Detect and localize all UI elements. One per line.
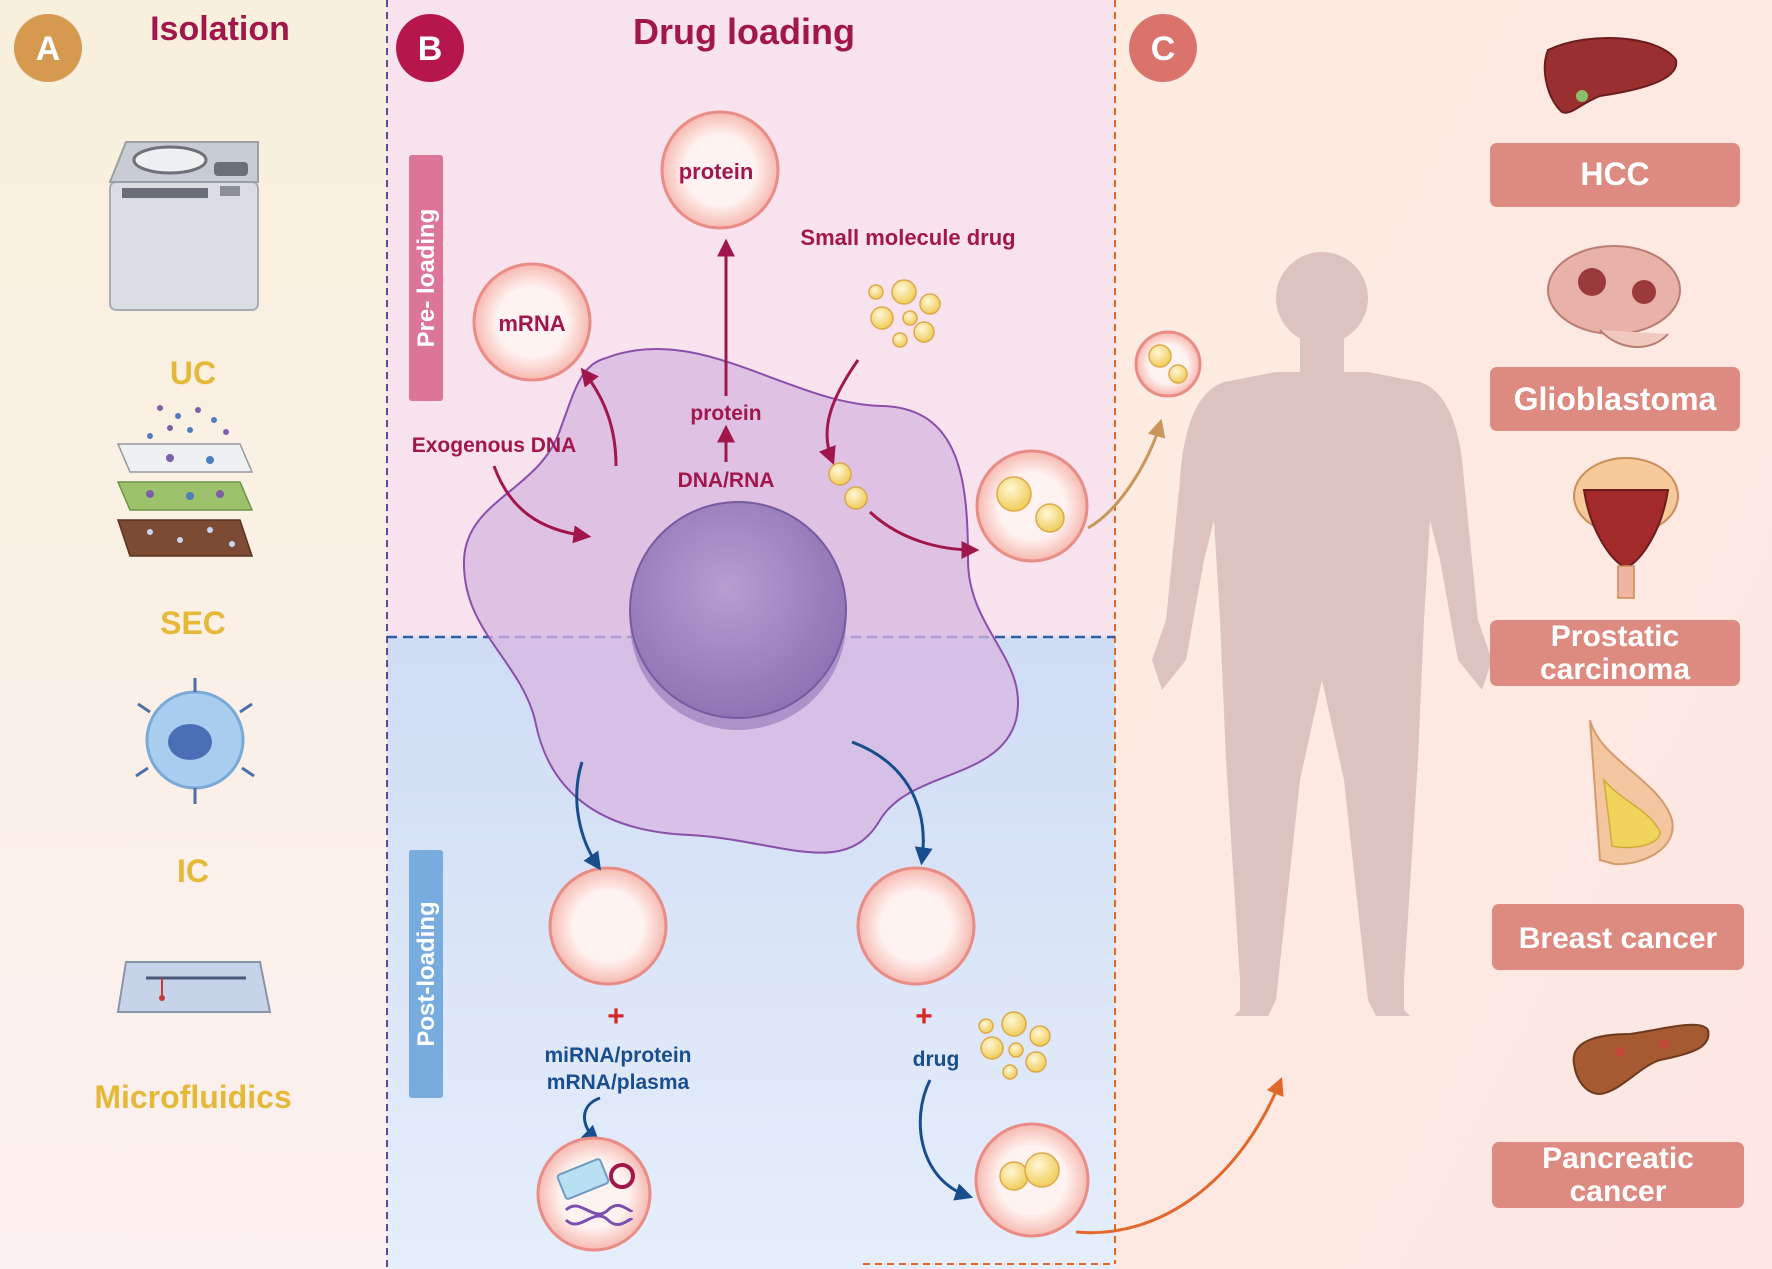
arrow-exosome-to-body-bottom bbox=[1075, 1077, 1284, 1235]
mrna-plasma-label: mRNA/plasma bbox=[547, 1071, 690, 1094]
plus-sign-left: + bbox=[607, 1000, 625, 1033]
protein-in-cell-label: protein bbox=[690, 402, 761, 425]
nucleus bbox=[629, 501, 847, 719]
empty-exosome-left bbox=[548, 866, 668, 986]
disease-glioblastoma: Glioblastoma bbox=[1514, 381, 1717, 417]
disease-box-prostatic-carcinoma bbox=[1490, 620, 1740, 686]
disease-breast-cancer: Breast cancer bbox=[1519, 922, 1718, 955]
arrow-exogenous-dna bbox=[492, 465, 592, 544]
immune-cell-icon bbox=[135, 678, 255, 804]
mirna-protein-label: miRNA/protein bbox=[545, 1044, 692, 1067]
disease-prostatic-carcinoma: Prostatic carcinoma bbox=[1539, 620, 1691, 686]
panel-a-title: Isolation bbox=[150, 10, 290, 48]
drug-bead bbox=[844, 486, 868, 510]
disease-box-pancreatic-cancer bbox=[1492, 1142, 1744, 1208]
disease-pancreatic-cancer: Pancreatic cancer bbox=[1542, 1142, 1694, 1208]
mrna-vesicle-label: mRNA bbox=[498, 311, 565, 336]
method-ic: IC bbox=[177, 853, 209, 889]
badge-c bbox=[1129, 14, 1197, 82]
disease-box-breast-cancer bbox=[1492, 904, 1744, 970]
cargo-loaded-exosome bbox=[536, 1136, 652, 1252]
protein-vesicle-label: protein bbox=[679, 159, 754, 184]
drug-beads-cluster-bottom bbox=[978, 1011, 1051, 1080]
drug-label: drug bbox=[913, 1048, 960, 1071]
arrow-cargo-into-exosome bbox=[580, 1096, 601, 1144]
arrow-drug-into-cell bbox=[818, 359, 860, 466]
human-body-silhouette bbox=[1152, 252, 1492, 1016]
disease-box-glioblastoma bbox=[1490, 367, 1740, 431]
drug-bead bbox=[828, 462, 852, 486]
method-uc: UC bbox=[170, 355, 216, 391]
protein-vesicle bbox=[660, 110, 780, 230]
pre-loading-bar bbox=[409, 155, 443, 401]
post-loading-bar bbox=[409, 850, 443, 1098]
breast-icon bbox=[1589, 719, 1674, 866]
plus-sign-right: + bbox=[915, 1000, 933, 1033]
exogenous-dna-label: Exogenous DNA bbox=[412, 434, 577, 457]
dna-rna-label: DNA/RNA bbox=[678, 469, 775, 492]
loaded-exosome-pre bbox=[975, 449, 1089, 563]
arrow-exosome-to-body-top bbox=[1087, 418, 1166, 530]
arrow-cell-to-right-exosome bbox=[851, 740, 933, 866]
centrifuge-icon bbox=[108, 141, 259, 311]
disease-box-hcc bbox=[1490, 143, 1740, 207]
disease-hcc: HCC bbox=[1580, 156, 1649, 192]
liver-icon bbox=[1543, 37, 1678, 114]
microfluidic-chip-icon bbox=[116, 961, 272, 1013]
badge-a-label: A bbox=[36, 30, 61, 68]
arrow-to-loaded-exosome bbox=[868, 510, 980, 559]
pancreas-icon bbox=[1572, 1023, 1710, 1096]
badge-c-label: C bbox=[1151, 30, 1176, 68]
drug-loaded-exosome-post bbox=[974, 1122, 1090, 1238]
arrow-cell-to-left-exosome bbox=[575, 761, 602, 871]
method-sec: SEC bbox=[160, 605, 226, 641]
arrow-drug-into-exosome bbox=[918, 1079, 974, 1201]
brain-icon bbox=[1547, 245, 1681, 348]
disease-prostatic-carcinoma-wrap: Prostatic carcinoma bbox=[1539, 620, 1691, 686]
prostate-icon bbox=[1573, 457, 1679, 599]
sec-column-icon bbox=[116, 405, 254, 557]
exosome-circulating bbox=[1134, 330, 1202, 398]
disease-pancreatic-cancer-wrap: Pancreatic cancer bbox=[1542, 1142, 1694, 1208]
mrna-vesicle bbox=[472, 262, 592, 382]
badge-b bbox=[396, 14, 464, 82]
panel-b-title: Drug loading bbox=[633, 11, 855, 52]
arrow-to-mrna bbox=[580, 367, 618, 467]
post-loading-label: Post-loading bbox=[413, 901, 440, 1046]
drug-beads-cluster-top bbox=[868, 279, 941, 348]
empty-exosome-right bbox=[856, 866, 976, 986]
badge-b-label: B bbox=[418, 30, 443, 68]
method-microfluidics: Microfluidics bbox=[94, 1079, 291, 1115]
pre-loading-label: Pre- loading bbox=[413, 209, 440, 348]
badge-a bbox=[14, 14, 82, 82]
small-molecule-drug-label: Small molecule drug bbox=[800, 225, 1015, 250]
